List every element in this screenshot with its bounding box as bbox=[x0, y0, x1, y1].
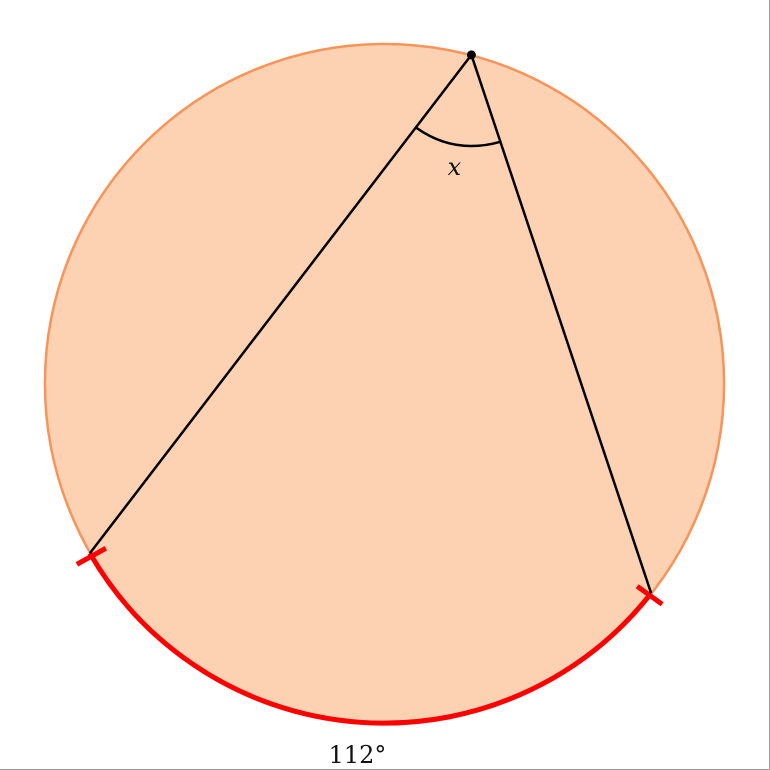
arc-endpoint-tick-left bbox=[75, 546, 108, 567]
angle-label: x bbox=[448, 153, 462, 181]
intercepted-arc bbox=[87, 552, 654, 726]
chord-left bbox=[88, 54, 473, 555]
circle bbox=[43, 42, 726, 725]
vertex-point bbox=[466, 50, 476, 60]
angle-mark bbox=[415, 126, 501, 148]
arc-endpoint-tick-right bbox=[635, 584, 664, 607]
chord-right bbox=[470, 54, 653, 594]
arc-measure-label: 112° bbox=[329, 741, 387, 769]
